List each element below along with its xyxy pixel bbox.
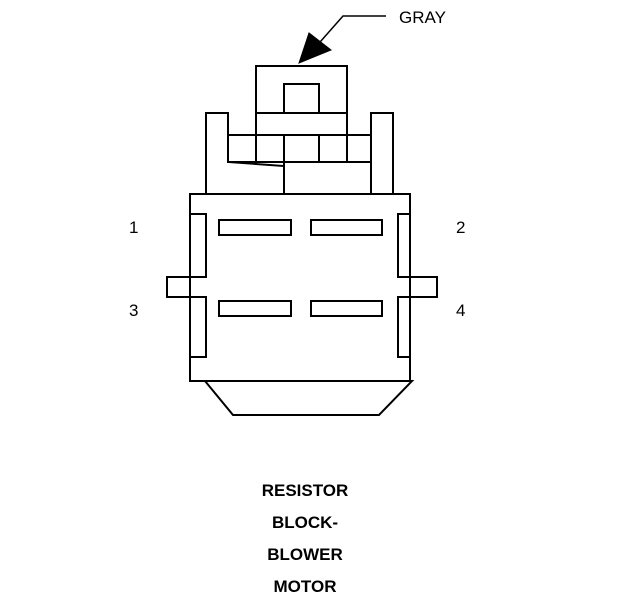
pin-label-4: 4	[456, 301, 466, 320]
latch-crossbar	[255, 112, 348, 136]
latch-tooth-right	[346, 134, 372, 163]
color-callout-label: GRAY	[399, 8, 446, 27]
connector-bottom-skirt	[202, 380, 415, 416]
side-rib-left-upper	[189, 213, 207, 278]
terminal-slot-1	[218, 219, 292, 236]
latch-cutout-upper	[283, 83, 320, 114]
pin-label-1: 1	[129, 218, 139, 237]
latch-cutout-lower	[283, 134, 320, 163]
callout-arrowhead	[298, 32, 332, 64]
terminal-slot-4	[310, 300, 383, 317]
pin-label-2: 2	[456, 218, 466, 237]
pin-label-3: 3	[129, 301, 139, 320]
latch-tooth-left	[227, 134, 257, 163]
mounting-ear-right	[409, 276, 438, 298]
caption-line-1: RESISTOR	[261, 481, 349, 500]
callout-leader-line	[312, 15, 386, 51]
latch-lower-block	[283, 161, 372, 195]
caption-line-4: MOTOR	[273, 577, 337, 596]
side-rib-left-lower	[189, 296, 207, 358]
side-rib-right-lower	[397, 296, 411, 358]
side-rib-right-upper	[397, 213, 411, 278]
terminal-slot-2	[310, 219, 383, 236]
terminal-slot-3	[218, 300, 292, 317]
caption-line-3: BLOWER	[267, 545, 343, 564]
mounting-ear-left	[166, 276, 192, 298]
caption-line-2: BLOCK-	[271, 513, 339, 532]
connector-right-wall	[370, 112, 394, 195]
